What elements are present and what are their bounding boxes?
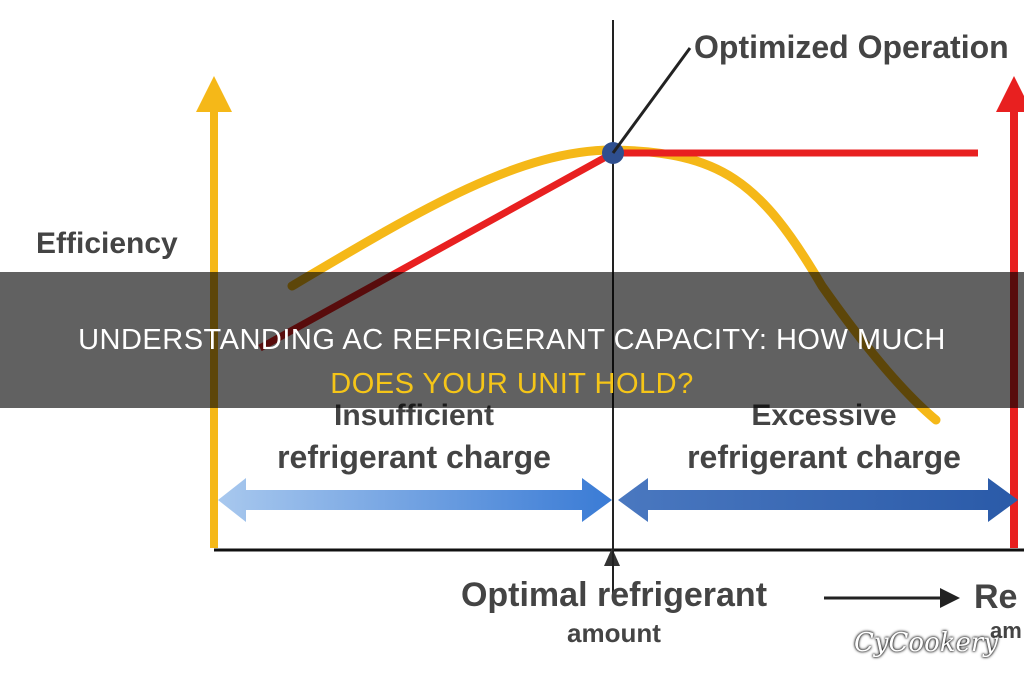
x-axis-label: Re <box>974 578 1017 616</box>
site-watermark: CyCookery <box>853 628 998 658</box>
right-region-label-line2: refrigerant charge <box>687 439 961 475</box>
left-region-label-line2: refrigerant charge <box>277 439 551 475</box>
optimal-amount-label-line1: Optimal refrigerant <box>461 576 767 614</box>
optimal-amount-label-line2: amount <box>567 618 661 648</box>
insufficient-range-arrow <box>218 478 612 522</box>
excessive-range-arrow <box>618 478 1018 522</box>
y-axis-label: Efficiency <box>36 227 178 260</box>
x-axis-label-2: am <box>990 618 1022 643</box>
article-title-line2: DOES YOUR UNIT HOLD? <box>330 368 694 400</box>
title-overlay-band <box>0 272 1024 408</box>
article-title: UNDERSTANDING AC REFRIGERANT CAPACITY: H… <box>60 318 964 406</box>
x-axis-direction-arrowhead <box>940 588 960 608</box>
y-axis-right-arrowhead <box>996 76 1024 112</box>
optimized-leader-line <box>611 47 692 154</box>
y-axis-left-arrowhead <box>196 76 232 112</box>
optimized-operation-label: Optimized Operation <box>694 29 1009 65</box>
article-title-line1: UNDERSTANDING AC REFRIGERANT CAPACITY: H… <box>78 324 946 356</box>
